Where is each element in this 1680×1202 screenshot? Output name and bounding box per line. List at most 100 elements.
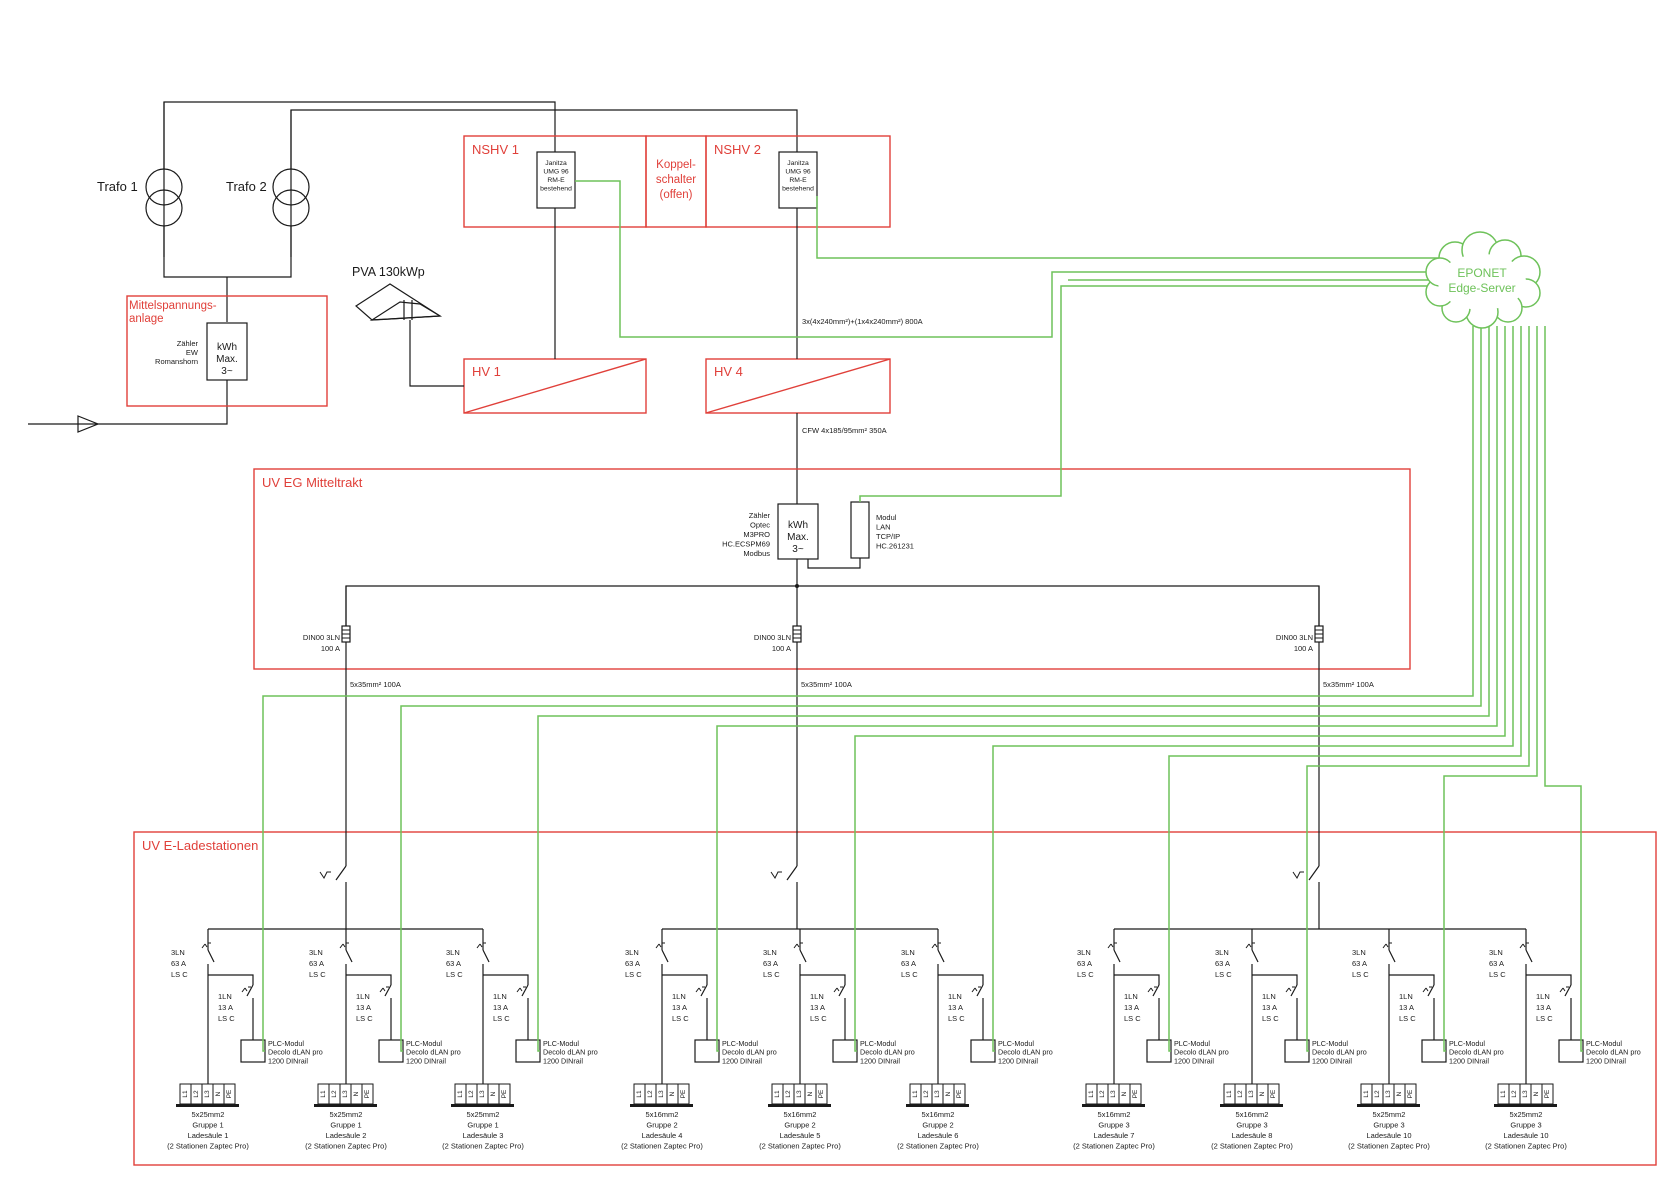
terminal-label: L2: [331, 1090, 338, 1098]
plc-module: [1421, 1039, 1447, 1063]
terminal-label: PE: [364, 1089, 371, 1098]
plc-module: [240, 1039, 266, 1063]
hv4-frame: [705, 358, 891, 414]
mittelspannung-frame: [126, 295, 328, 407]
link-uv-eg: [859, 285, 1441, 502]
link-nshv1: [575, 180, 1437, 338]
link-plc-5: [854, 326, 1506, 1052]
terminal-label: L3: [934, 1090, 941, 1098]
terminal-label: PE: [226, 1089, 233, 1098]
nshv2-frame: [705, 135, 891, 228]
link-plc-9: [1443, 326, 1538, 1052]
link-plc-6: [992, 326, 1514, 1052]
terminal-label: N: [353, 1091, 360, 1096]
uv-eg-busbar: [345, 585, 1320, 635]
terminal-label: L2: [1237, 1090, 1244, 1098]
terminal-label: N: [1396, 1091, 1403, 1096]
pva-icon: [355, 283, 464, 387]
terminal-label: N: [1259, 1091, 1266, 1096]
uv-lade-title: UV E-Ladestationen: [142, 838, 258, 853]
terminal-label: N: [1533, 1091, 1540, 1096]
plc-module: [1284, 1039, 1310, 1063]
link-plc-4: [716, 326, 1498, 1052]
terminal-label: PE: [1407, 1089, 1414, 1098]
plc-module: [378, 1039, 404, 1063]
terminal-label: L1: [774, 1090, 781, 1098]
mittelspannung-title: Mittelspannungs-anlage: [129, 300, 217, 325]
terminal-label: L2: [785, 1090, 792, 1098]
trafo1-label: Trafo 1: [97, 179, 138, 194]
terminal-label: L3: [1522, 1090, 1529, 1098]
cable-label: 5x35mm² 100A: [350, 680, 401, 689]
link-plc-7: [1168, 326, 1522, 1052]
nshv1-title: NSHV 1: [472, 142, 519, 157]
terminal-label: L3: [1248, 1090, 1255, 1098]
terminal-label: L1: [1088, 1090, 1095, 1098]
terminal-label: L2: [1511, 1090, 1518, 1098]
top-feeders: [28, 101, 798, 433]
terminal-label: L3: [479, 1090, 486, 1098]
cable-cfw-label: CFW 4x185/95mm² 350A: [802, 426, 887, 435]
terminal-label: N: [1121, 1091, 1128, 1096]
terminal-label: N: [669, 1091, 676, 1096]
modul-lan: [850, 501, 870, 559]
uv-eg-frame: [253, 468, 1411, 670]
terminal-label: L3: [342, 1090, 349, 1098]
terminal-label: PE: [501, 1089, 508, 1098]
terminal-label: L3: [796, 1090, 803, 1098]
plc-module: [970, 1039, 996, 1063]
terminal-label: PE: [1544, 1089, 1551, 1098]
plc-module: [515, 1039, 541, 1063]
uv-eg-meter: [777, 503, 819, 560]
uv-lade-frame: [133, 831, 1657, 1166]
terminal-label: L1: [1363, 1090, 1370, 1098]
terminal-label: L3: [658, 1090, 665, 1098]
terminal-label: L1: [320, 1090, 327, 1098]
terminal-label: N: [490, 1091, 497, 1096]
koppel-label: Koppel-schalter(offen): [656, 159, 696, 201]
plc-module: [694, 1039, 720, 1063]
hv4-title: HV 4: [714, 364, 743, 379]
link-plc-3: [537, 326, 1490, 1052]
link-nshv2: [816, 196, 1443, 259]
